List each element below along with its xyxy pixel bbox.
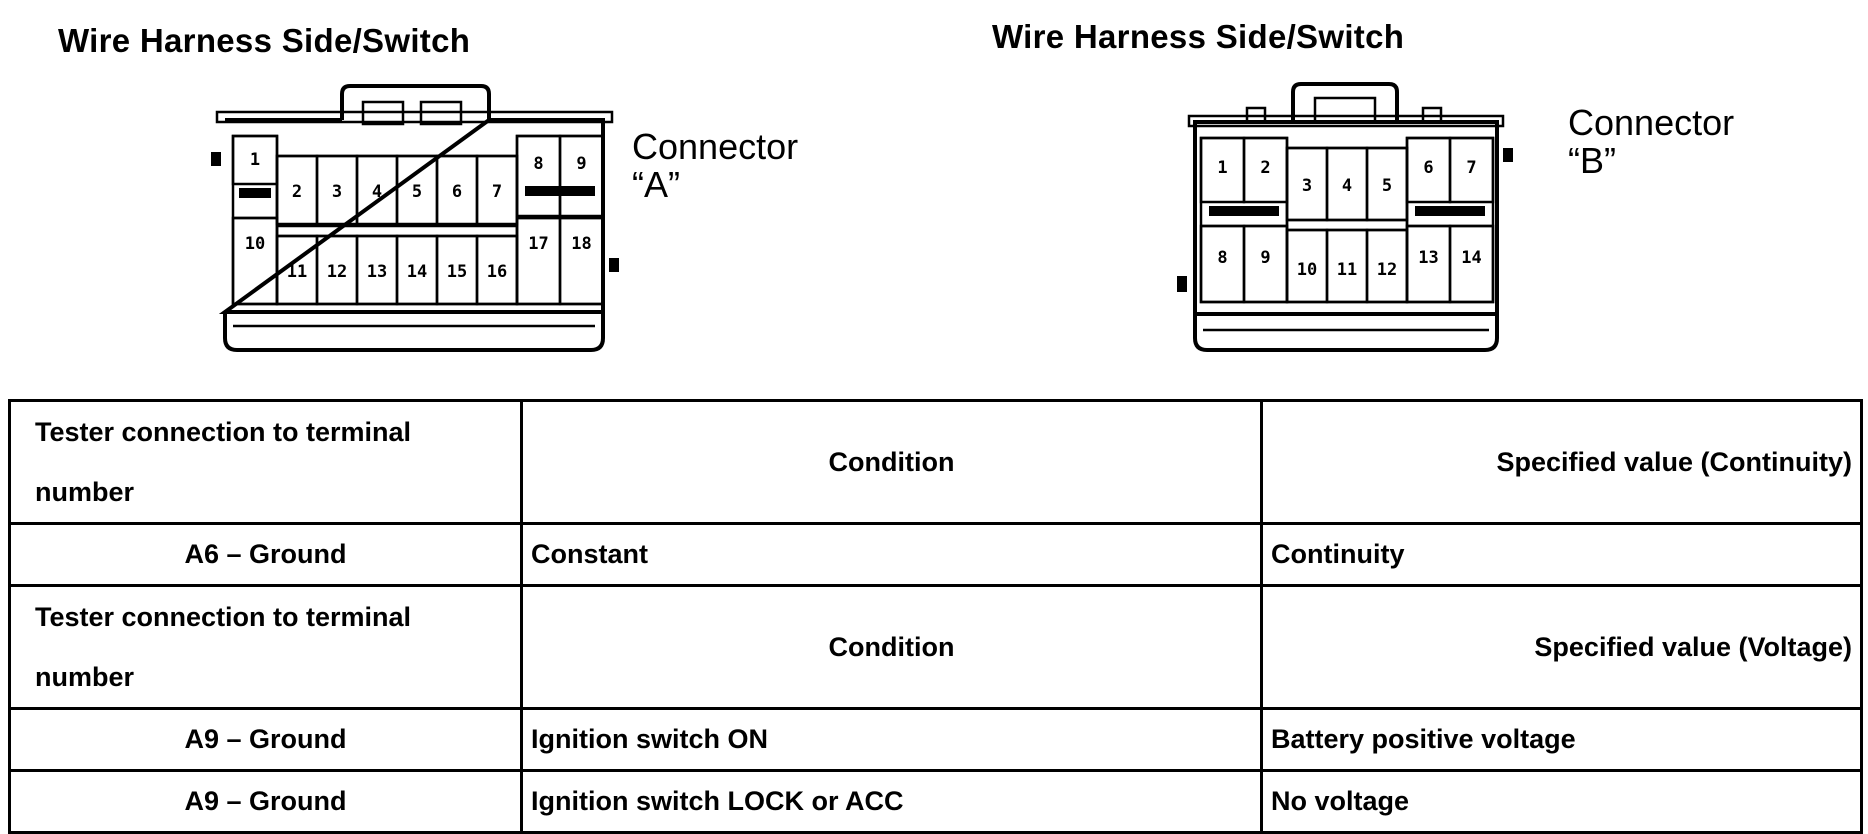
- connector-b-title: Wire Harness Side/Switch: [992, 18, 1405, 55]
- connector-b-terminal-cell-7: [1448, 136, 1495, 204]
- connector-b-terminal-label-5: 5: [1382, 176, 1392, 196]
- connector-b-terminal-label-1: 1: [1217, 158, 1227, 178]
- connector-a-title: Wire Harness Side/Switch: [58, 22, 471, 59]
- connector-b-terminal-label-9: 9: [1260, 248, 1270, 268]
- connector-b-terminal-label-12: 12: [1377, 260, 1397, 280]
- connector-a-terminal-label-13: 13: [367, 262, 387, 282]
- table-row: A6 – Ground Constant Continuity: [8, 522, 1863, 587]
- connector-a-base: [223, 312, 605, 352]
- connector-b-terminal-label-10: 10: [1297, 260, 1317, 280]
- connector-b-body: [1193, 120, 1499, 316]
- connector-a-label-line2: “A”: [632, 164, 680, 205]
- row-condition: Ignition switch ON: [520, 707, 1263, 772]
- row-value: Continuity: [1260, 522, 1863, 587]
- connector-a-terminal-label-3: 3: [332, 182, 342, 202]
- connector-a-terminal-label-6: 6: [452, 182, 462, 202]
- connector-a-label-line1: Connector: [632, 126, 799, 167]
- connector-b-label-line2: “B”: [1568, 140, 1616, 181]
- header-tester-connection: Tester connection to terminal number: [8, 399, 523, 525]
- connector-b-terminal-label-2: 2: [1260, 158, 1270, 178]
- connector-a-terminal-label-7: 7: [492, 182, 502, 202]
- connector-b-base: [1193, 314, 1499, 352]
- connector-a-left-tab: [211, 152, 221, 166]
- table-header-continuity: Tester connection to terminal number Con…: [8, 399, 1863, 525]
- connector-a-terminal-label-5: 5: [412, 182, 422, 202]
- header-condition: Condition: [520, 399, 1263, 525]
- connector-a-terminal-label-4: 4: [372, 182, 382, 202]
- connector-b-terminal-label-13: 13: [1418, 248, 1438, 268]
- row-condition: Constant: [520, 522, 1263, 587]
- connector-a-terminal-label-8: 8: [533, 154, 543, 174]
- connector-a-terminal-label-11: 11: [287, 262, 307, 282]
- header-tester-connection: Tester connection to terminal number: [8, 584, 523, 710]
- connector-b-terminal-label-3: 3: [1302, 176, 1312, 196]
- connector-a-terminal-label-2: 2: [292, 182, 302, 202]
- connector-a-terminal-cell-18: [558, 216, 605, 306]
- connector-b-terminal-label-11: 11: [1337, 260, 1357, 280]
- header-specified-continuity: Specified value (Continuity): [1260, 399, 1863, 525]
- connector-b-latch: [1291, 82, 1399, 120]
- table-header-voltage: Tester connection to terminal number Con…: [8, 584, 1863, 710]
- header-condition: Condition: [520, 584, 1263, 710]
- connector-b-label-line1: Connector: [1568, 102, 1735, 143]
- connector-b-left-tab: [1177, 276, 1187, 292]
- connector-a-terminal-label-1: 1: [250, 150, 260, 170]
- header-specified-voltage: Specified value (Voltage): [1260, 584, 1863, 710]
- connector-b-terminal-label-8: 8: [1217, 248, 1227, 268]
- row-condition: Ignition switch LOCK or ACC: [520, 769, 1263, 834]
- row-terminal: A9 – Ground: [8, 707, 523, 772]
- connector-a-terminal-cell-17: [515, 216, 562, 306]
- specification-table: Tester connection to terminal number Con…: [8, 399, 1863, 834]
- connector-b-terminal-label-4: 4: [1342, 176, 1352, 196]
- connector-b-right-tab: [1503, 148, 1513, 162]
- connector-a-latch: [340, 84, 491, 120]
- connector-a-label: Connector “A”: [632, 128, 798, 204]
- connector-b-terminal-label-7: 7: [1466, 158, 1476, 178]
- connector-a-terminal-label-16: 16: [487, 262, 507, 282]
- connector-a-right-tab: [609, 258, 619, 272]
- row-terminal: A9 – Ground: [8, 769, 523, 834]
- row-terminal: A6 – Ground: [8, 522, 523, 587]
- connector-a-terminal-label-17: 17: [528, 234, 548, 254]
- connector-b-terminal-cell-14: [1448, 224, 1495, 304]
- connector-b-label: Connector “B”: [1568, 104, 1734, 180]
- row-value: Battery positive voltage: [1260, 707, 1863, 772]
- connector-a-terminal-label-10: 10: [245, 234, 265, 254]
- connector-a-terminal-label-14: 14: [407, 262, 427, 282]
- table-row: A9 – Ground Ignition switch ON Battery p…: [8, 707, 1863, 772]
- connector-a-terminal-label-15: 15: [447, 262, 467, 282]
- connector-b-latch-window: [1313, 96, 1377, 124]
- connector-b-terminal-label-14: 14: [1461, 248, 1481, 268]
- row-value: No voltage: [1260, 769, 1863, 834]
- connector-a-terminal-cell-9: [558, 134, 605, 218]
- connector-a-terminal-label-18: 18: [571, 234, 591, 254]
- connector-a-terminal-cell-8: [515, 134, 562, 218]
- connector-a-terminal-label-9: 9: [576, 154, 586, 174]
- connector-b-terminal-label-6: 6: [1423, 158, 1433, 178]
- table-row: A9 – Ground Ignition switch LOCK or ACC …: [8, 769, 1863, 834]
- connector-a-terminal-label-12: 12: [327, 262, 347, 282]
